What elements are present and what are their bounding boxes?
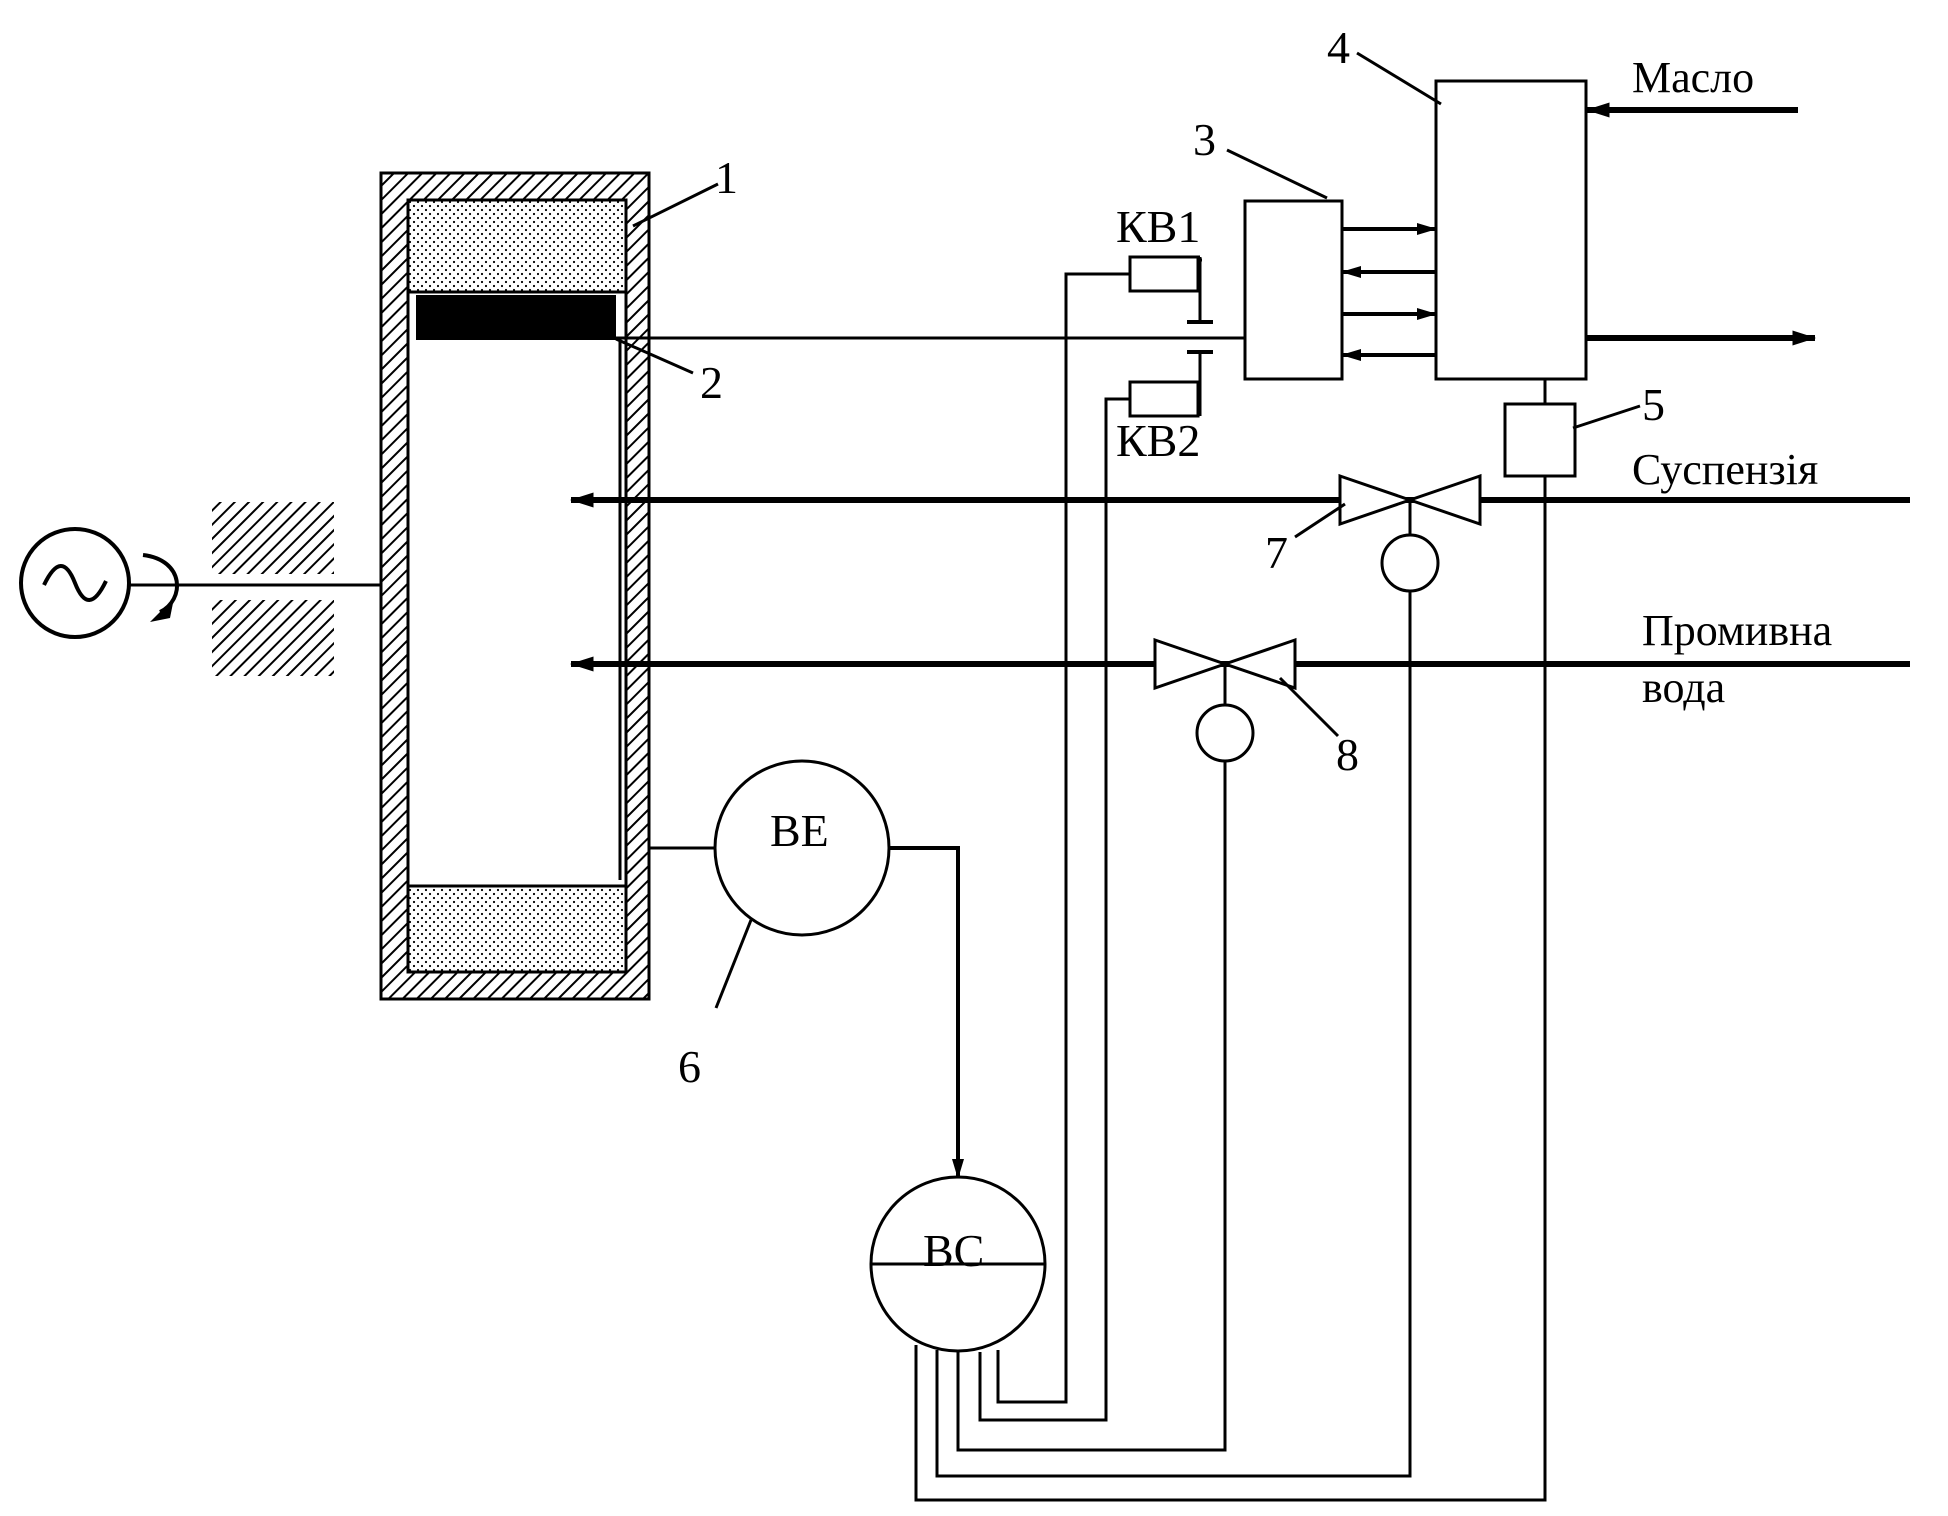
- wire-kv1: [996, 272, 1130, 1404]
- number-3: 3: [1193, 114, 1216, 165]
- knife-2: [416, 295, 616, 340]
- wire-element-5: [914, 476, 1547, 1502]
- electro-valve-5: [1503, 402, 1577, 478]
- bearing-lower-icon: [212, 600, 334, 676]
- kv1-label: КВ1: [1116, 201, 1200, 252]
- diaphragm-valve-7: [1338, 473, 1482, 593]
- number-8: 8: [1336, 729, 1359, 780]
- hydraulic-block-4: [1434, 79, 1588, 381]
- vs-label: ВС: [923, 1225, 984, 1276]
- wash-water-label-line1: Промивна: [1642, 606, 1832, 655]
- suspension-label: Суспензія: [1632, 445, 1818, 494]
- hydro-distributor-3: [1243, 199, 1344, 381]
- kv2-label: КВ2: [1116, 415, 1200, 466]
- ve-label: ВЕ: [770, 805, 829, 856]
- oil-label: Масло: [1632, 53, 1754, 102]
- limit-switch-kv1: [1128, 255, 1213, 324]
- generator-icon: [19, 527, 131, 639]
- wire-valve-8: [956, 761, 1227, 1452]
- wire-kv2: [978, 397, 1130, 1422]
- diaphragm-valve-8: [1153, 637, 1297, 763]
- rotation-arrow-icon: [142, 553, 179, 622]
- bearing-upper-icon: [212, 502, 334, 574]
- wire-valve-7: [935, 591, 1412, 1478]
- number-4: 4: [1327, 22, 1350, 73]
- number-1: 1: [715, 152, 738, 203]
- number-2: 2: [700, 357, 723, 408]
- number-7: 7: [1265, 527, 1288, 578]
- wash-water-label-line2: вода: [1642, 663, 1725, 712]
- limit-switch-kv2: [1128, 350, 1213, 418]
- number-6: 6: [678, 1041, 701, 1092]
- number-5: 5: [1642, 379, 1665, 430]
